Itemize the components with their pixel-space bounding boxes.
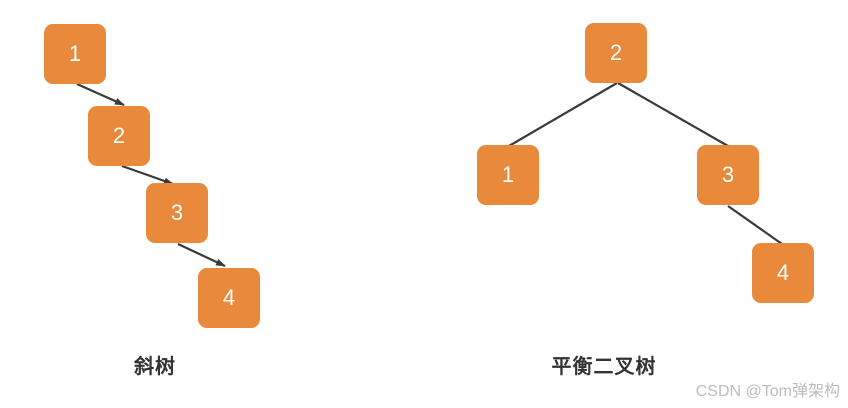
- tree-caption-balanced: 平衡二叉树: [551, 356, 657, 378]
- tree-node: 4: [198, 268, 260, 328]
- tree-node: 2: [88, 106, 150, 166]
- tree-node: 4: [752, 243, 814, 303]
- edge-line-2-1: [508, 82, 618, 147]
- watermark: CSDN @Tom弹架构: [695, 383, 840, 400]
- edge-arrow-2-3: [121, 164, 174, 186]
- tree-node: 2: [585, 23, 647, 83]
- tree-caption-skewed: 斜树: [134, 356, 176, 378]
- edge-arrow-1-2: [76, 82, 125, 107]
- edge-line-3-4: [727, 205, 783, 245]
- tree-node: 1: [477, 145, 539, 205]
- tree-node: 1: [44, 24, 106, 84]
- tree-node: 3: [697, 145, 759, 205]
- edge-arrow-3-4: [177, 243, 226, 267]
- tree-node: 3: [146, 183, 208, 243]
- edge-line-2-3: [617, 82, 729, 147]
